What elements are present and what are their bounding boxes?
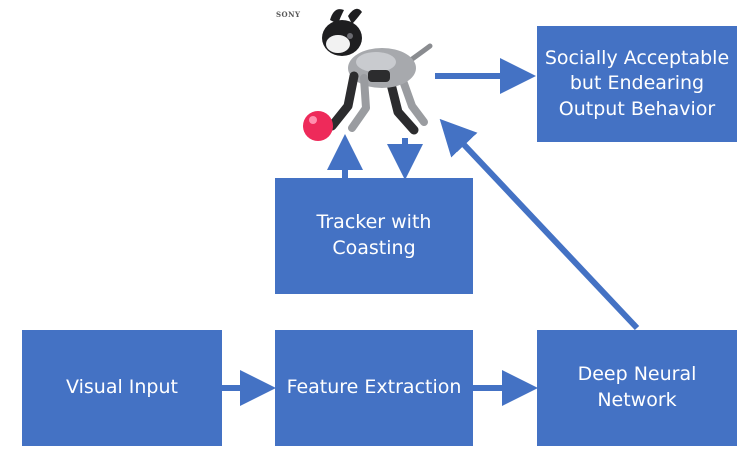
visual-input-line-1: Visual Input (66, 376, 178, 399)
arrow-dnn-to-robot (439, 118, 640, 331)
output-line-3: Output Behavior (558, 97, 716, 120)
robot-dog-with-ball-icon (303, 8, 433, 141)
visual-input-box: Visual Input (22, 330, 222, 446)
tracker-line-2: Coasting (332, 237, 416, 259)
tracker-line-1: Tracker with (316, 211, 432, 234)
output-line-1: Socially Acceptable (544, 46, 730, 69)
dnn-line-2: Network (597, 389, 677, 411)
feature-extraction-box: Feature Extraction (275, 330, 473, 446)
feature-extraction-line-1: Feature Extraction (286, 376, 462, 399)
brand-label: SONY (276, 10, 301, 19)
output-behavior-box: Socially Acceptable but Endearing Output… (537, 26, 737, 142)
output-line-2: but Endearing (569, 72, 705, 95)
tracker-box: Tracker with Coasting (275, 178, 473, 294)
deep-neural-network-box: Deep Neural Network (537, 330, 737, 446)
dnn-line-1: Deep Neural (577, 363, 697, 386)
